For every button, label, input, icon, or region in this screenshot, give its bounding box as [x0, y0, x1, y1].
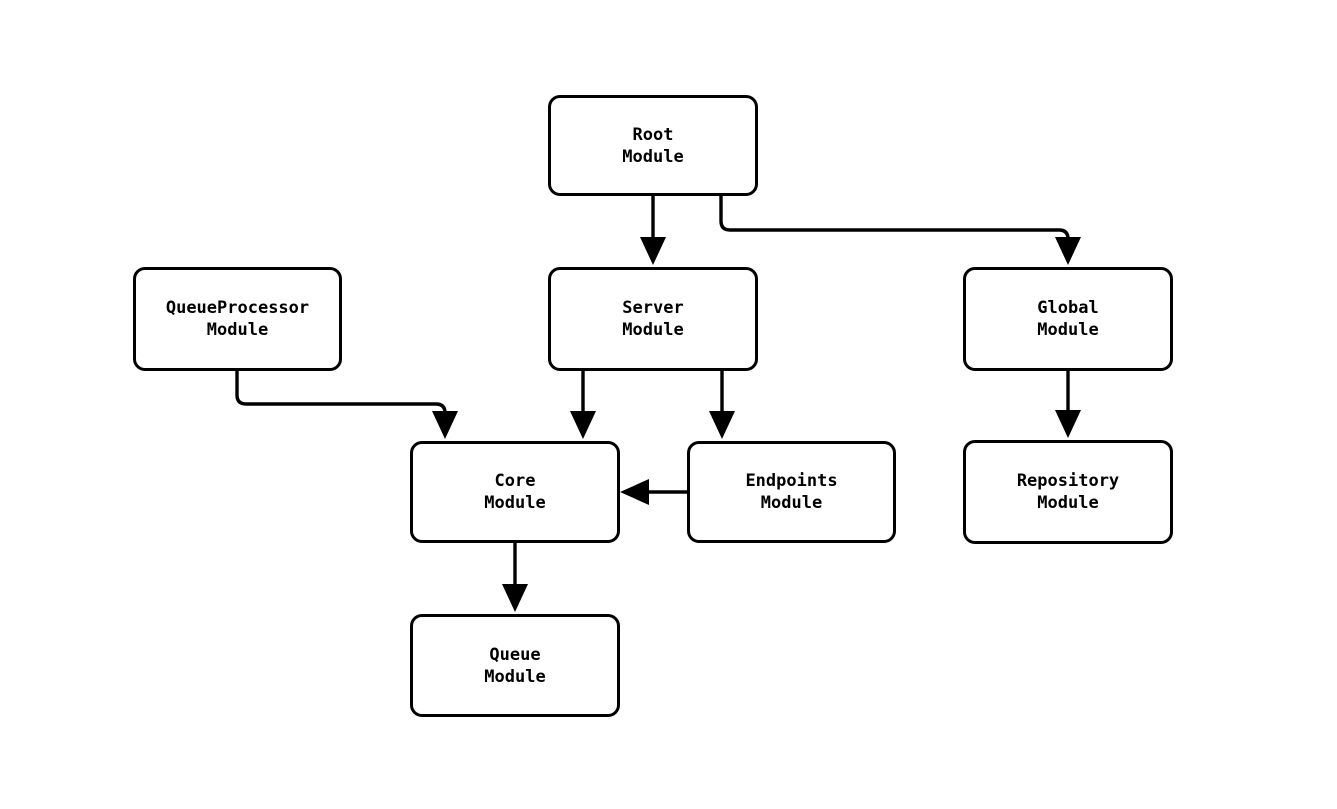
edge-root-to-server — [640, 196, 666, 265]
node-repository-subtitle: Module — [1037, 493, 1099, 513]
node-queue-title: Queue — [489, 644, 541, 665]
edge-server-to-endpoints — [709, 371, 735, 439]
node-repository-title: Repository — [1016, 471, 1120, 491]
node-core-title: Core — [494, 471, 536, 491]
node-queue[interactable]: Queue Module — [410, 614, 620, 717]
edge-global-to-repository — [1055, 371, 1081, 438]
edge-core-to-queue — [502, 543, 528, 612]
node-global[interactable]: Global Module — [963, 267, 1173, 371]
node-global-title: Global — [1037, 298, 1099, 318]
node-server[interactable]: Server Module — [548, 267, 758, 371]
node-root-title: Root — [632, 124, 674, 145]
node-queue-subtitle: Module — [484, 666, 546, 687]
node-server-title: Server — [622, 298, 684, 318]
edge-queueprocessor-to-core — [235, 371, 458, 439]
node-queueprocessor-title: QueueProcessor — [165, 298, 310, 318]
node-repository[interactable]: Repository Module — [963, 440, 1173, 544]
node-endpoints[interactable]: Endpoints Module — [687, 441, 896, 543]
node-global-subtitle: Module — [1037, 320, 1099, 340]
node-root-subtitle: Module — [622, 146, 684, 167]
node-core[interactable]: Core Module — [410, 441, 620, 543]
edge-root-to-global — [719, 196, 1081, 265]
node-queueprocessor[interactable]: QueueProcessor Module — [133, 267, 342, 371]
node-queueprocessor-subtitle: Module — [206, 320, 269, 340]
edge-endpoints-to-core — [620, 479, 687, 505]
node-server-subtitle: Module — [622, 320, 684, 340]
node-core-subtitle: Module — [484, 493, 546, 513]
node-endpoints-subtitle: Module — [760, 493, 823, 513]
node-root[interactable]: Root Module — [548, 95, 758, 196]
node-endpoints-title: Endpoints — [745, 471, 838, 491]
edge-server-to-core — [570, 371, 596, 439]
